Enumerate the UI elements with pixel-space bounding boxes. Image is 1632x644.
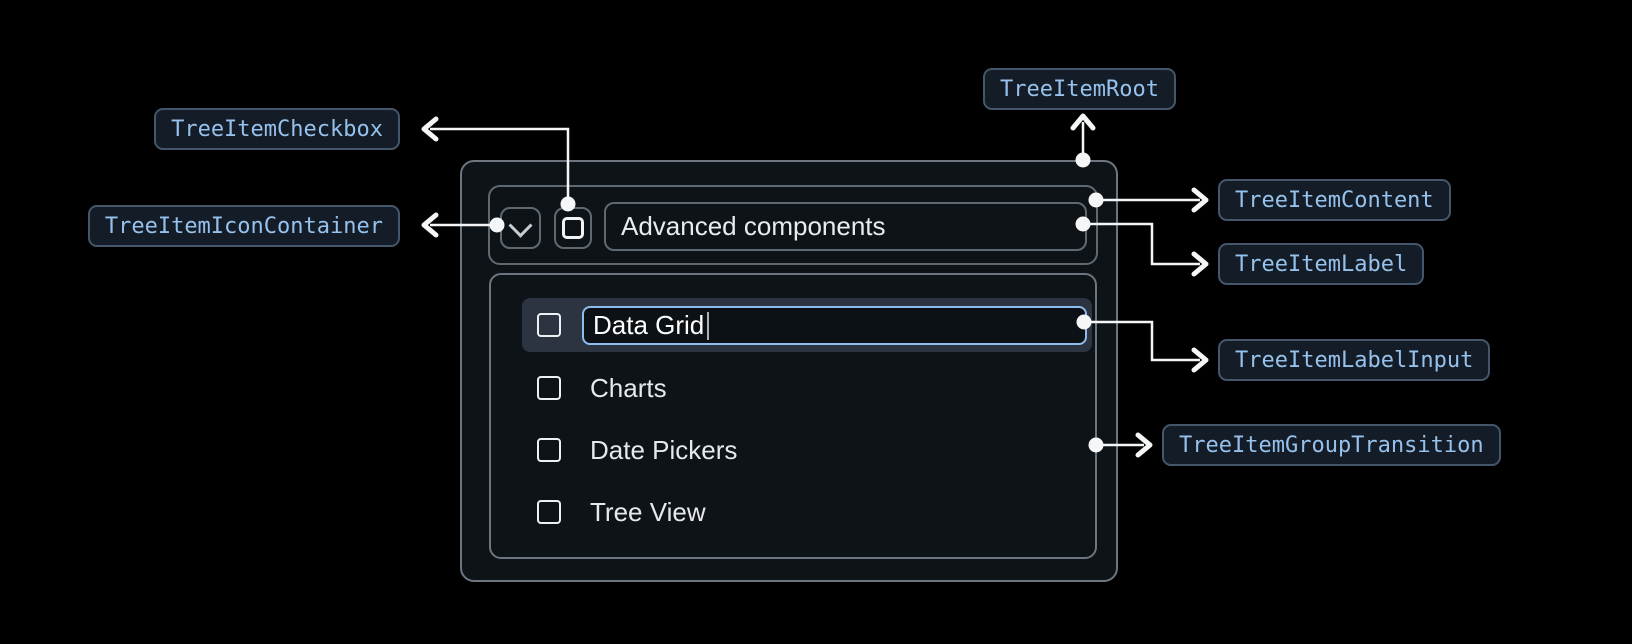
tree-item-label-text: Date Pickers [590, 434, 738, 465]
tree-item-label-input[interactable]: Data Grid [582, 306, 1087, 345]
annotation-tree-item-checkbox: TreeItemCheckbox [154, 108, 400, 150]
checkbox-unchecked-icon [562, 217, 584, 239]
tree-item-row-tree-view[interactable]: Tree View [537, 481, 957, 543]
tree-item-label: Advanced components [604, 202, 1087, 251]
tree-item-row-date-pickers[interactable]: Date Pickers [537, 419, 957, 481]
checkbox-unchecked-icon[interactable] [537, 500, 561, 524]
badge-label: TreeItemGroupTransition [1179, 432, 1484, 458]
badge-label: TreeItemContent [1235, 187, 1434, 213]
annotation-tree-item-content: TreeItemContent [1218, 179, 1451, 221]
tree-item-root: Advanced components Data Grid Charts Dat… [460, 160, 1118, 582]
tree-item-row-charts[interactable]: Charts [537, 357, 957, 419]
chevron-down-icon [508, 213, 533, 238]
badge-label: TreeItemLabel [1235, 251, 1408, 277]
tree-item-label-text: Charts [590, 372, 667, 403]
badge-label: TreeItemRoot [1000, 76, 1159, 102]
annotation-tree-item-icon-container: TreeItemIconContainer [87, 205, 400, 247]
checkbox-unchecked-icon[interactable] [537, 376, 561, 400]
annotation-tree-item-root: TreeItemRoot [983, 68, 1176, 110]
checkbox-unchecked-icon[interactable] [537, 313, 561, 337]
annotation-tree-item-group-transition: TreeItemGroupTransition [1162, 424, 1501, 466]
badge-label: TreeItemCheckbox [171, 116, 383, 142]
annotation-tree-item-label: TreeItemLabel [1218, 243, 1425, 285]
tree-item-icon-container[interactable] [500, 207, 541, 249]
tree-item-checkbox[interactable] [554, 207, 592, 249]
badge-label: TreeItemIconContainer [104, 213, 383, 239]
tree-item-content[interactable]: Advanced components [488, 185, 1098, 265]
annotation-tree-item-label-input: TreeItemLabelInput [1218, 339, 1491, 381]
tree-item-group-transition: Data Grid Charts Date Pickers Tree View [489, 273, 1097, 559]
tree-item-label-text: Tree View [590, 496, 706, 527]
checkbox-unchecked-icon[interactable] [537, 438, 561, 462]
badge-label: TreeItemLabelInput [1235, 347, 1474, 373]
label-input-value: Data Grid [593, 310, 705, 340]
text-cursor [707, 311, 710, 340]
tree-item-row-editing[interactable]: Data Grid [522, 298, 1092, 352]
parent-label-text: Advanced components [621, 211, 886, 241]
